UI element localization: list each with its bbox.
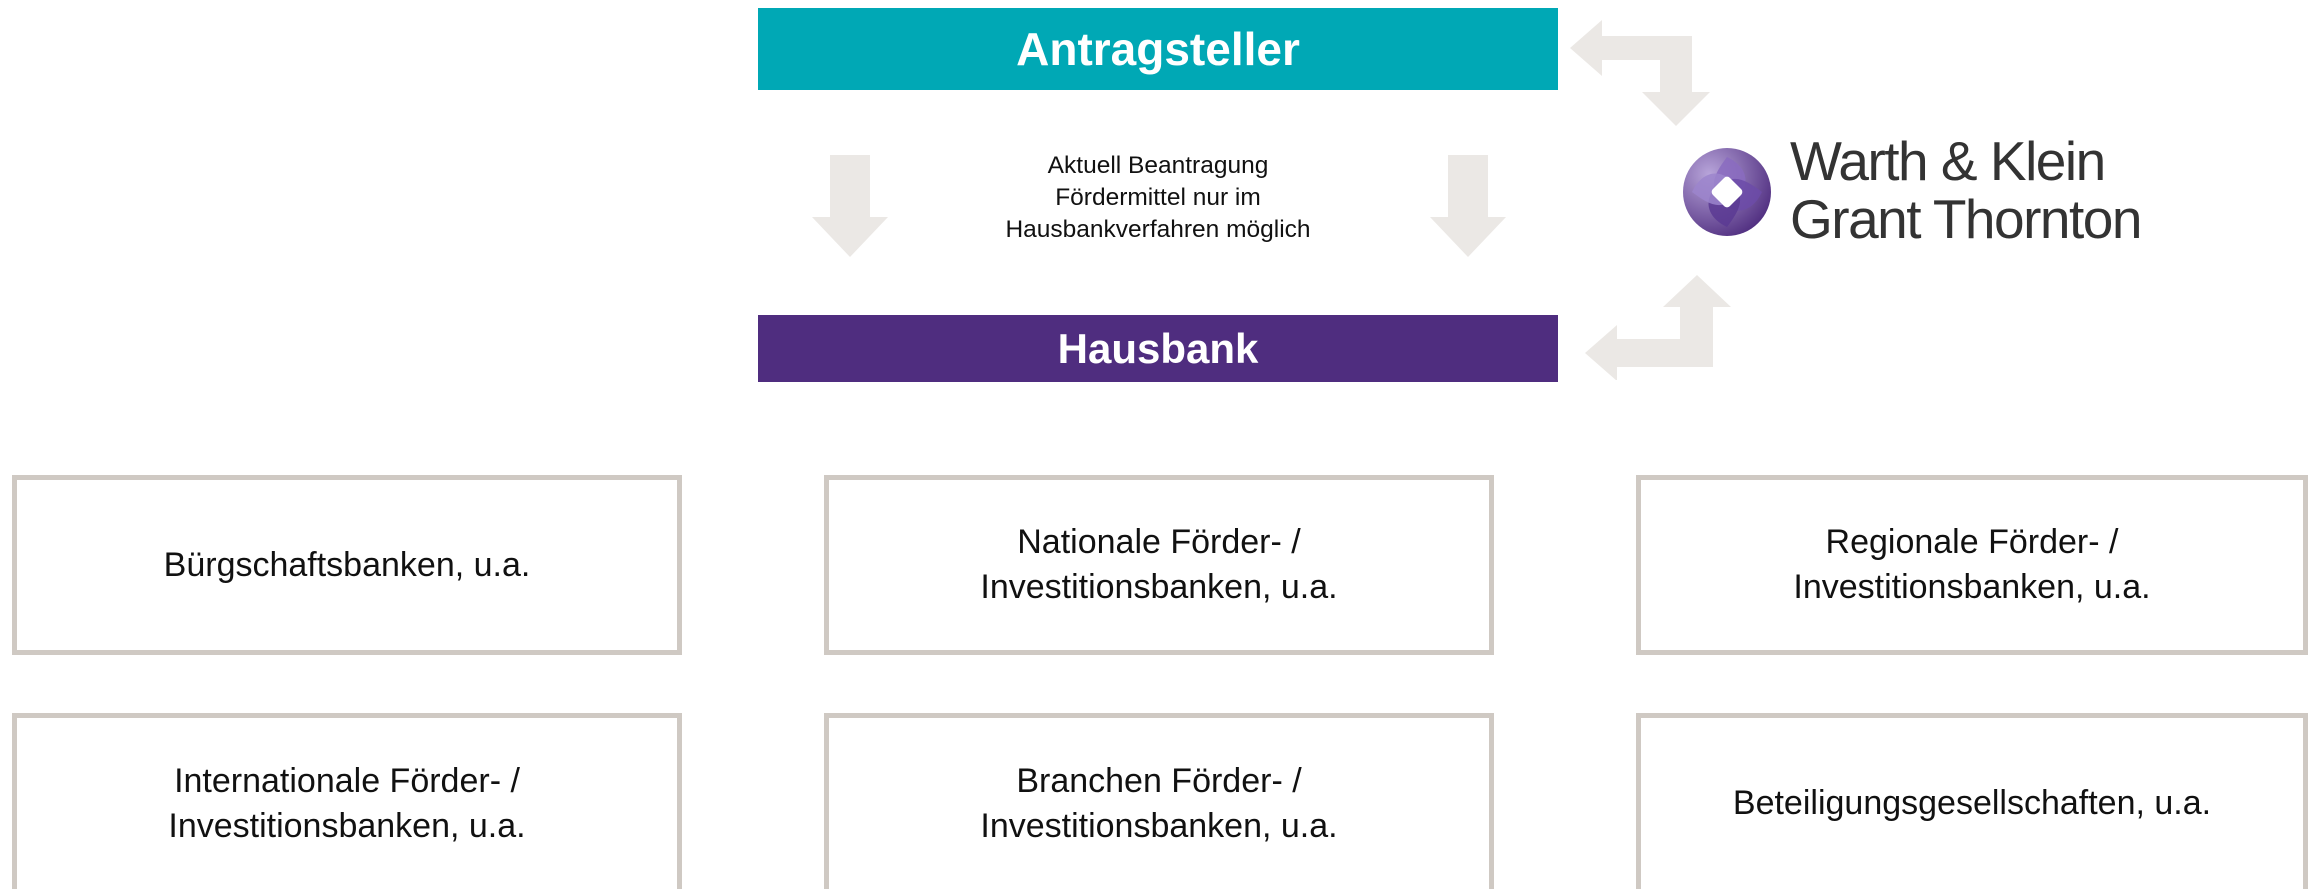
box-sector-banks: Branchen Förder- / Investitionsbanken, u… — [824, 713, 1494, 889]
box-line: Bürgschaftsbanken, u.a. — [163, 545, 531, 584]
box-line: Branchen Förder- / — [1016, 761, 1302, 800]
logo-line-2: Grant Thornton — [1790, 188, 2142, 250]
logo-line-1: Warth & Klein — [1790, 130, 2106, 192]
box-line: Investitionsbanken, u.a. — [168, 806, 526, 845]
box-line: Internationale Förder- / — [174, 761, 520, 800]
house-bank-bar: Hausbank — [758, 315, 1558, 382]
box-international-banks: Internationale Förder- / Investitionsban… — [12, 713, 682, 889]
box-line: Investitionsbanken, u.a. — [1793, 568, 2151, 606]
box-line: Investitionsbanken, u.a. — [980, 568, 1338, 606]
box-line: Regionale Förder- / — [1825, 523, 2119, 561]
left-down-arrow-icon — [812, 155, 888, 257]
box-regional-banks: Regionale Förder- / Investitionsbanken, … — [1636, 475, 2308, 655]
box-guarantee-banks: Bürgschaftsbanken, u.a. — [12, 475, 682, 655]
company-logo-text: Warth & Klein Grant Thornton — [1790, 130, 2142, 250]
process-note: Aktuell Beantragung Fördermittel nur im … — [958, 150, 1358, 246]
note-line: Aktuell Beantragung — [1047, 152, 1269, 179]
box-line: Beteiligungsgesellschaften, u.a. — [1732, 784, 2212, 822]
right-down-arrow-icon — [1430, 155, 1506, 257]
note-line: Hausbankverfahren möglich — [1005, 216, 1311, 243]
box-investment-companies: Beteiligungsgesellschaften, u.a. — [1636, 713, 2308, 889]
box-national-banks: Nationale Förder- / Investitionsbanken, … — [824, 475, 1494, 655]
note-line: Fördermittel nur im — [1055, 184, 1261, 211]
box-line: Investitionsbanken, u.a. — [980, 806, 1338, 845]
box-line: Nationale Förder- / — [1017, 523, 1301, 561]
elbow-arrow-to-house-bank-icon — [1585, 275, 1731, 380]
applicant-label: Antragsteller — [1016, 23, 1300, 75]
applicant-bar: Antragsteller — [758, 8, 1558, 90]
elbow-arrow-to-applicant-icon — [1570, 20, 1710, 126]
house-bank-label: Hausbank — [1057, 324, 1259, 372]
grant-thornton-logo-icon — [1683, 148, 1771, 236]
